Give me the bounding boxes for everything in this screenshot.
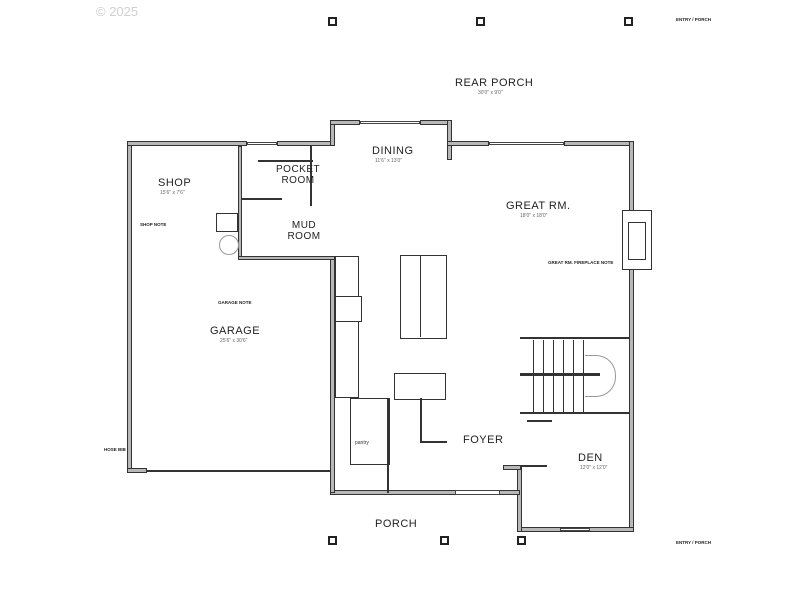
room-label-great-room: GREAT RM. bbox=[506, 200, 571, 212]
stair-wall bbox=[520, 412, 630, 414]
window bbox=[247, 142, 277, 145]
room-label-mud-room: MUD ROOM bbox=[287, 220, 321, 242]
porch-post bbox=[476, 17, 485, 26]
interior-wall bbox=[242, 198, 282, 200]
kitchen-island bbox=[400, 255, 447, 339]
porch-post bbox=[328, 536, 337, 545]
room-label-den: DEN bbox=[578, 452, 603, 464]
garage-dims: 25'6" x 30'6" bbox=[220, 338, 248, 344]
kitchen-sink bbox=[335, 296, 362, 322]
interior-wall bbox=[527, 420, 552, 422]
note-bottom-right: ENTRY / PORCH bbox=[676, 540, 712, 545]
exterior-wall bbox=[629, 141, 634, 531]
pantry bbox=[350, 398, 390, 465]
copyright-watermark: © 2025 bbox=[96, 4, 139, 19]
porch-post bbox=[328, 17, 337, 26]
exterior-wall bbox=[447, 141, 489, 146]
water-heater bbox=[216, 213, 238, 232]
great-room-dims: 18'0" x 18'0" bbox=[520, 213, 548, 219]
porch-post bbox=[440, 536, 449, 545]
fireplace-hearth bbox=[628, 222, 646, 260]
stair-tread bbox=[583, 340, 584, 412]
room-label-rear-porch: REAR PORCH bbox=[455, 77, 534, 89]
interior-wall bbox=[522, 465, 547, 467]
interior-wall bbox=[420, 398, 422, 443]
dining-dims: 11'6" x 13'0" bbox=[375, 158, 403, 164]
garage-door[interactable] bbox=[147, 470, 333, 472]
interior-wall bbox=[422, 441, 447, 443]
fireplace-note: GREAT RM. FIREPLACE NOTE bbox=[548, 260, 614, 265]
stair-tread bbox=[533, 340, 534, 412]
hose-bib-note: HOSE BIB bbox=[104, 447, 126, 452]
kitchen-counter bbox=[394, 373, 446, 400]
exterior-wall bbox=[127, 141, 247, 146]
exterior-wall bbox=[517, 465, 522, 532]
porch-post bbox=[517, 536, 526, 545]
stair-tread bbox=[573, 340, 574, 412]
island-divider bbox=[420, 255, 421, 337]
note-top-right: ENTRY / PORCH bbox=[676, 17, 712, 22]
porch-post bbox=[624, 17, 633, 26]
room-label-porch: PORCH bbox=[375, 518, 418, 530]
exterior-wall bbox=[277, 141, 332, 146]
room-label-foyer: FOYER bbox=[463, 434, 504, 446]
shop-note: SHOP NOTE bbox=[140, 222, 167, 227]
exterior-wall bbox=[127, 141, 132, 473]
window bbox=[560, 528, 590, 531]
interior-wall bbox=[238, 256, 335, 260]
exterior-wall bbox=[503, 465, 521, 470]
room-label-garage: GARAGE bbox=[210, 325, 261, 337]
interior-wall bbox=[310, 146, 312, 206]
garage-note: GARAGE NOTE bbox=[218, 300, 252, 305]
stair-tread bbox=[553, 340, 554, 412]
pantry-label: pantry bbox=[355, 440, 369, 446]
den-dims: 12'0" x 12'0" bbox=[580, 465, 608, 471]
front-door[interactable] bbox=[455, 490, 500, 495]
stair-arc bbox=[585, 355, 616, 397]
interior-wall bbox=[258, 160, 313, 162]
furnace bbox=[219, 235, 239, 255]
room-label-shop: SHOP bbox=[158, 177, 192, 189]
window bbox=[489, 142, 564, 145]
window bbox=[360, 121, 420, 124]
interior-wall bbox=[387, 398, 389, 493]
stair-tread bbox=[543, 340, 544, 412]
kitchen-counter bbox=[335, 256, 359, 398]
stair-wall bbox=[520, 337, 630, 339]
stair-landing bbox=[520, 373, 600, 376]
exterior-wall bbox=[564, 141, 634, 146]
exterior-wall bbox=[127, 468, 147, 473]
stair-tread bbox=[563, 340, 564, 412]
exterior-wall bbox=[447, 120, 452, 160]
shop-dims: 15'6" x 7'6" bbox=[160, 190, 185, 196]
room-label-pocket-room: POCKET ROOM bbox=[276, 164, 321, 186]
rear-porch-dims: 30'0" x 9'0" bbox=[478, 90, 503, 96]
room-label-dining: DINING bbox=[372, 145, 414, 157]
exterior-wall bbox=[330, 120, 360, 125]
